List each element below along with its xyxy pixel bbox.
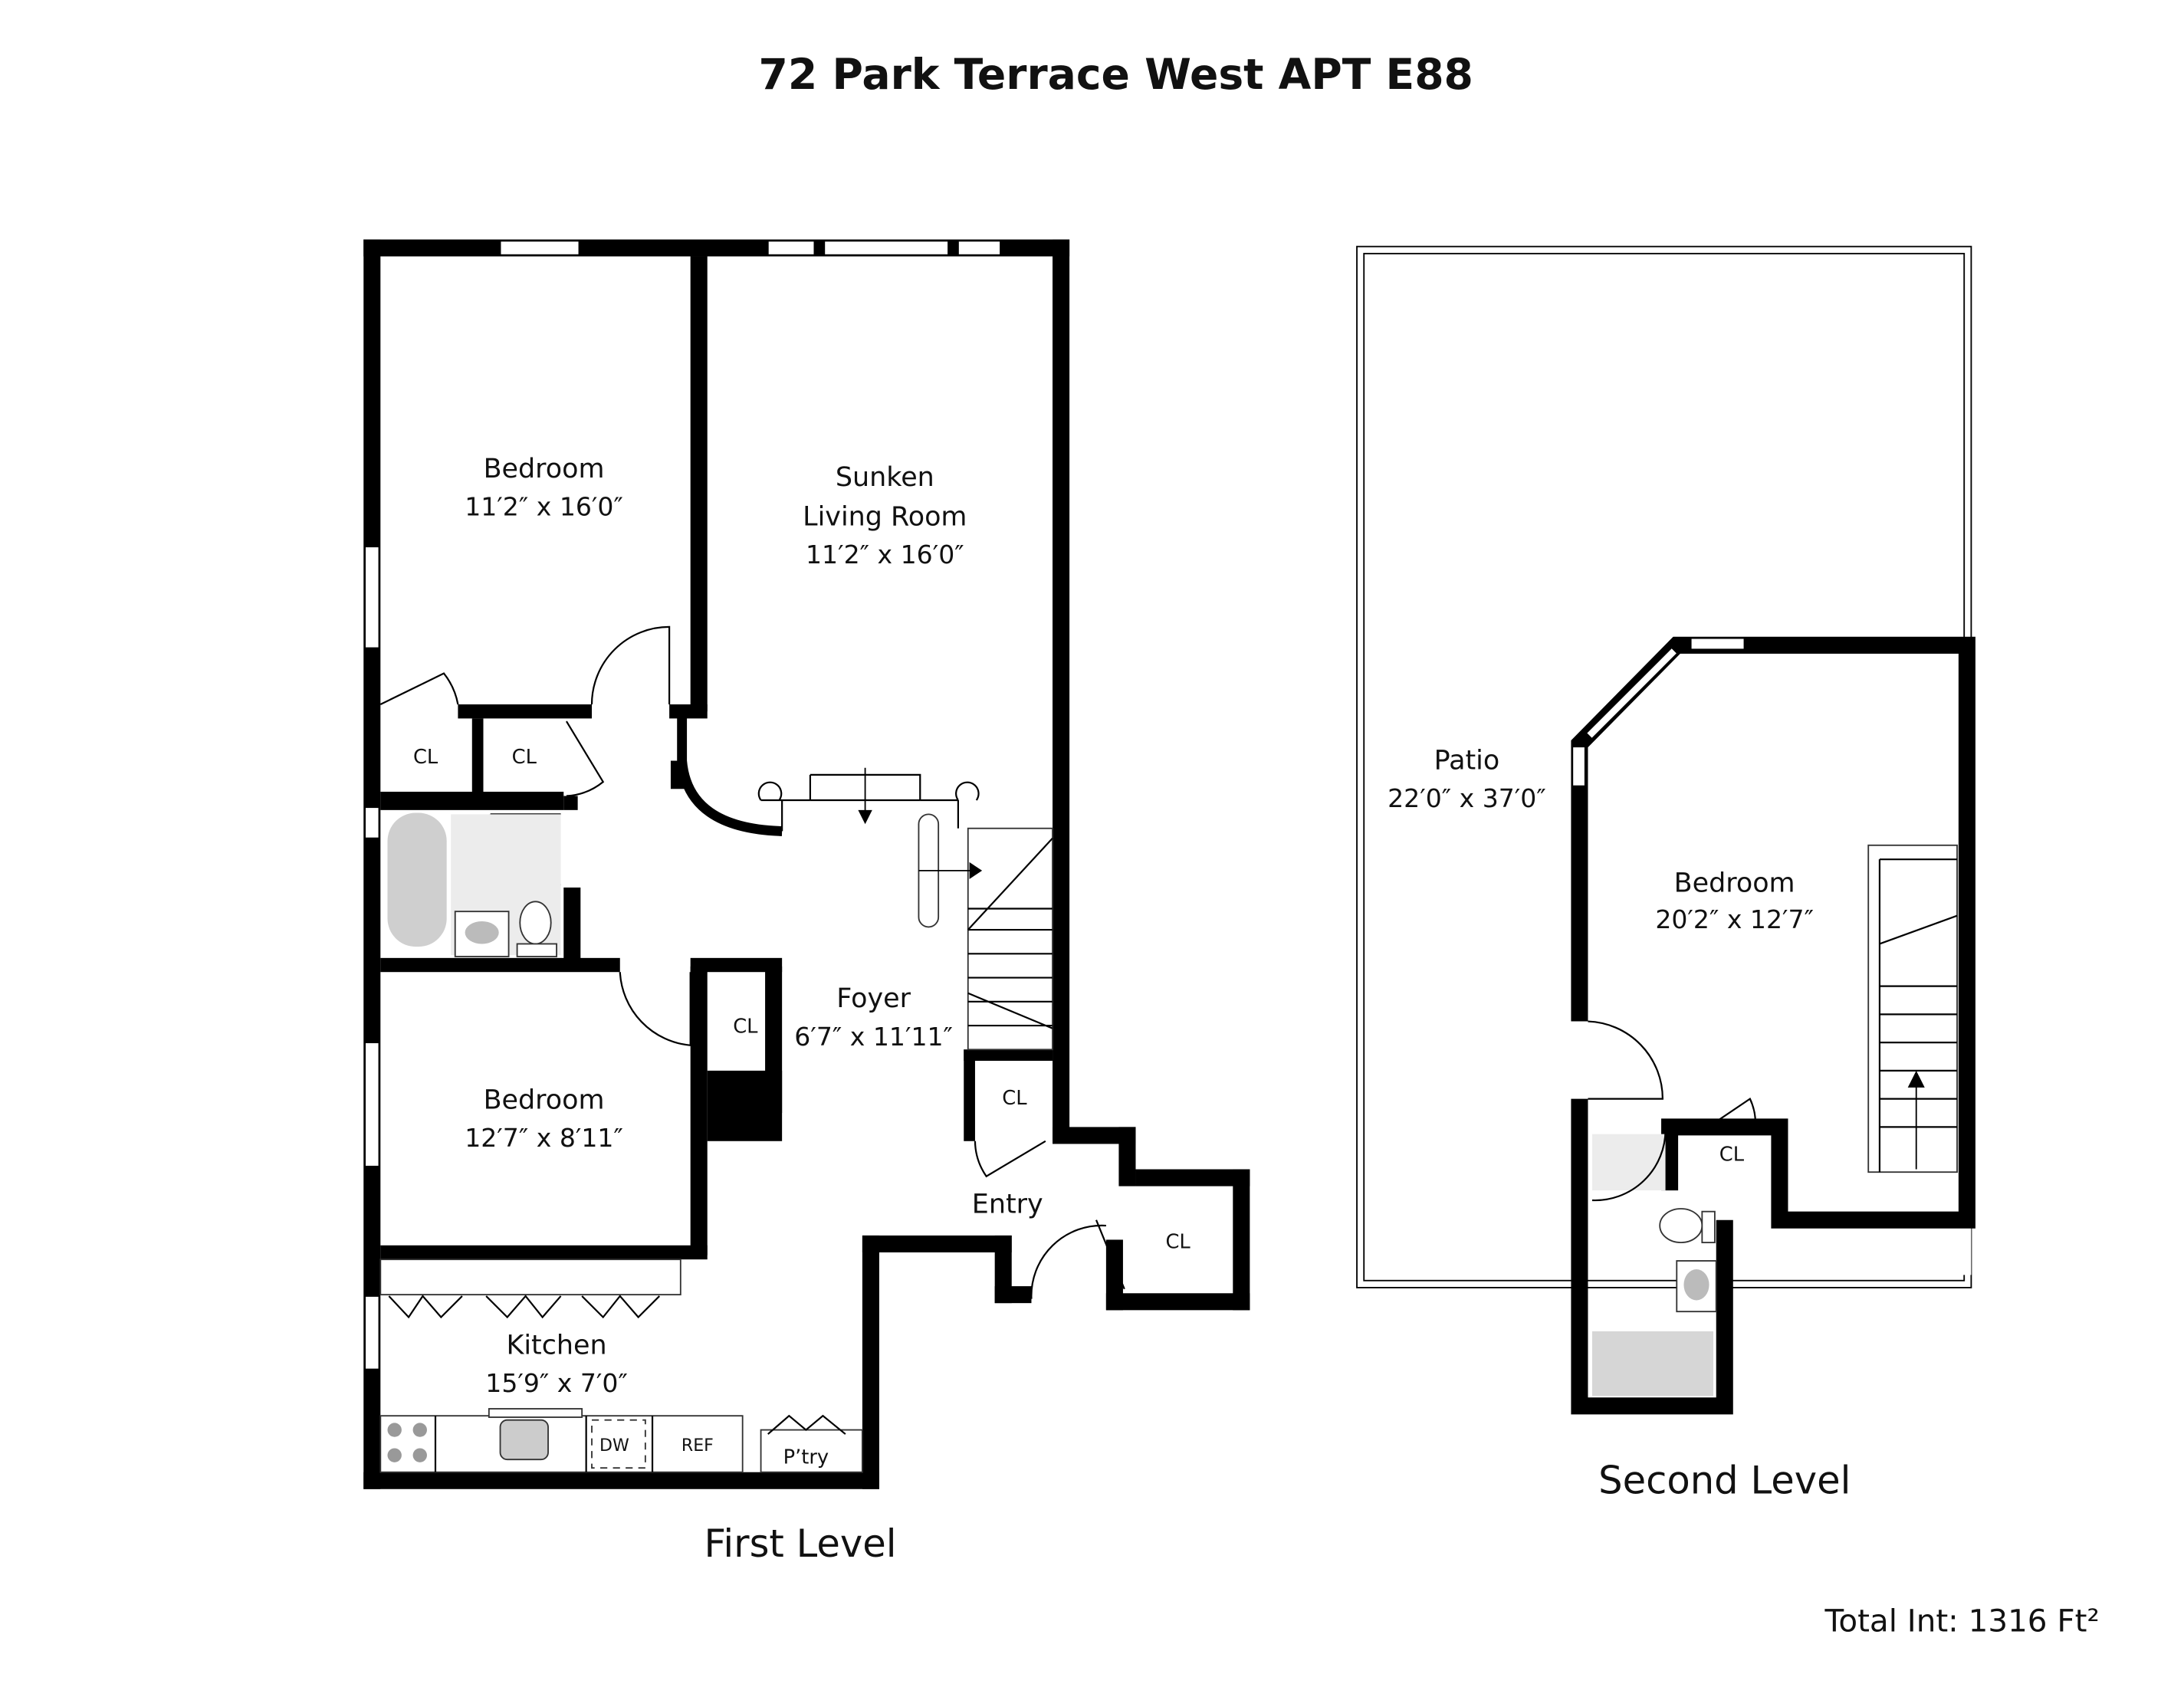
first-level-plan: Bedroom 11′2″ x 16′0″ Sunken Living Room… [363,239,1250,1566]
living-room-label: Sunken [836,462,934,493]
closet-label: CL [1719,1144,1745,1167]
bathtub [387,812,447,947]
bedroom-3-label: Bedroom [1674,868,1795,898]
closet-label: CL [1165,1230,1191,1253]
kitchen-label: Kitchen [506,1330,606,1360]
closet-label: CL [413,746,438,769]
patio-dims: 22′0″ x 37′0″ [1388,783,1546,813]
stairs [918,813,1053,1051]
kitchen-dims: 15′9″ x 7′0″ [485,1368,628,1398]
patio-label: Patio [1434,746,1500,776]
total-interior-area: Total Int: 1316 Ft² [1824,1602,2100,1639]
toilet [519,901,552,945]
foyer-label: Foyer [836,983,911,1014]
living-room-label-2: Living Room [803,502,967,533]
fridge-label: REF [681,1436,714,1456]
pantry-label: P’try [783,1446,829,1469]
entry-label: Entry [972,1190,1043,1220]
second-level-label: Second Level [1598,1458,1851,1502]
bedroom-1-label: Bedroom [484,454,605,484]
page-title: 72 Park Terrace West APT E88 [759,51,1473,100]
bedroom-3-dims: 20′2″ x 12′7″ [1655,904,1814,934]
first-level-label: First Level [704,1521,896,1566]
second-level-plan: Patio 22′0″ x 37′0″ Bedroom 20′2″ x 12′7… [1356,245,1975,1502]
closet-label: CL [512,746,537,769]
foyer-dims: 6′7″ x 11′11″ [794,1022,953,1052]
bedroom-2-dims: 12′7″ x 8′11″ [465,1123,623,1153]
closet-label: CL [733,1015,758,1038]
dishwasher-label: DW [599,1436,629,1456]
living-room-dims: 11′2″ x 16′0″ [806,540,964,569]
bedroom-1-dims: 11′2″ x 16′0″ [465,492,623,522]
bedroom-2-label: Bedroom [484,1085,605,1116]
closet-label: CL [1002,1087,1027,1110]
